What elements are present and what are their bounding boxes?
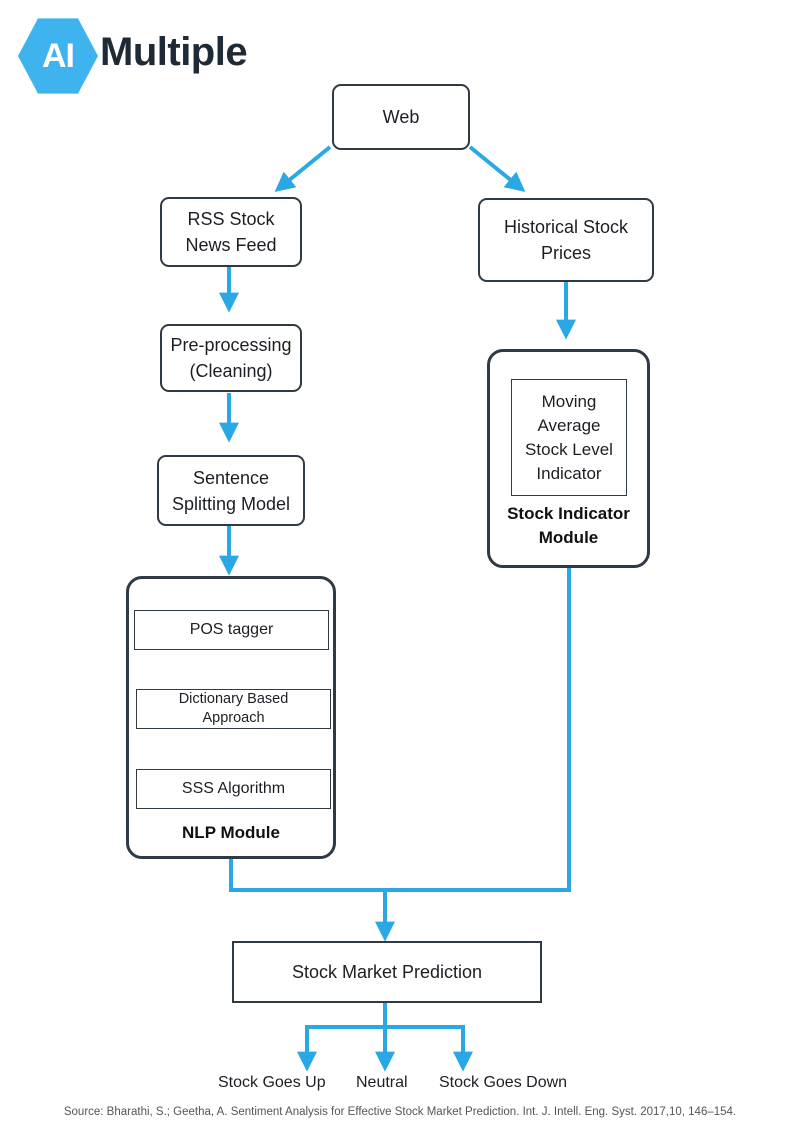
node-pre-processing: Pre-processing (Cleaning) [160,324,302,392]
node-pos-tagger: POS tagger [134,610,329,650]
node-historical-stock-prices: Historical Stock Prices [478,198,654,282]
outcome-neutral: Neutral [356,1074,408,1091]
arrow-web-to-historical [468,145,526,193]
connector-indicator-to-merge [385,567,571,892]
aimultiple-logo: AI Multiple [18,16,258,96]
nlp-module-label: NLP Module [182,823,280,842]
outcome-stock-goes-up: Stock Goes Up [218,1074,326,1091]
outcome-stock-goes-down: Stock Goes Down [439,1074,568,1091]
node-rss-stock-news-feed: RSS Stock News Feed [160,197,302,267]
node-sentence-splitting-model: Sentence Splitting Model [157,455,305,526]
node-sss-algorithm: SSS Algorithm [136,769,331,809]
logo-badge-text: AI [42,36,75,75]
node-dictionary-based-approach: Dictionary Based Approach [136,689,331,729]
arrow-web-to-rss [274,145,332,193]
stock-indicator-module-label: Stock Indicator Module [507,504,630,547]
stock-indicator-module: Moving Average Stock Level Indicator Sto… [487,349,650,568]
node-stock-market-prediction: Stock Market Prediction [232,941,542,1003]
node-moving-average-indicator: Moving Average Stock Level Indicator [511,379,627,496]
nlp-module: POS tagger Dictionary Based Approach SSS… [126,576,336,859]
connector-nlp-to-merge [229,859,385,892]
node-web: Web [332,84,470,150]
source-citation: Source: Bharathi, S.; Geetha, A. Sentime… [63,1106,737,1118]
hexagon-icon [18,18,98,94]
logo-wordmark: Multiple [100,30,248,74]
